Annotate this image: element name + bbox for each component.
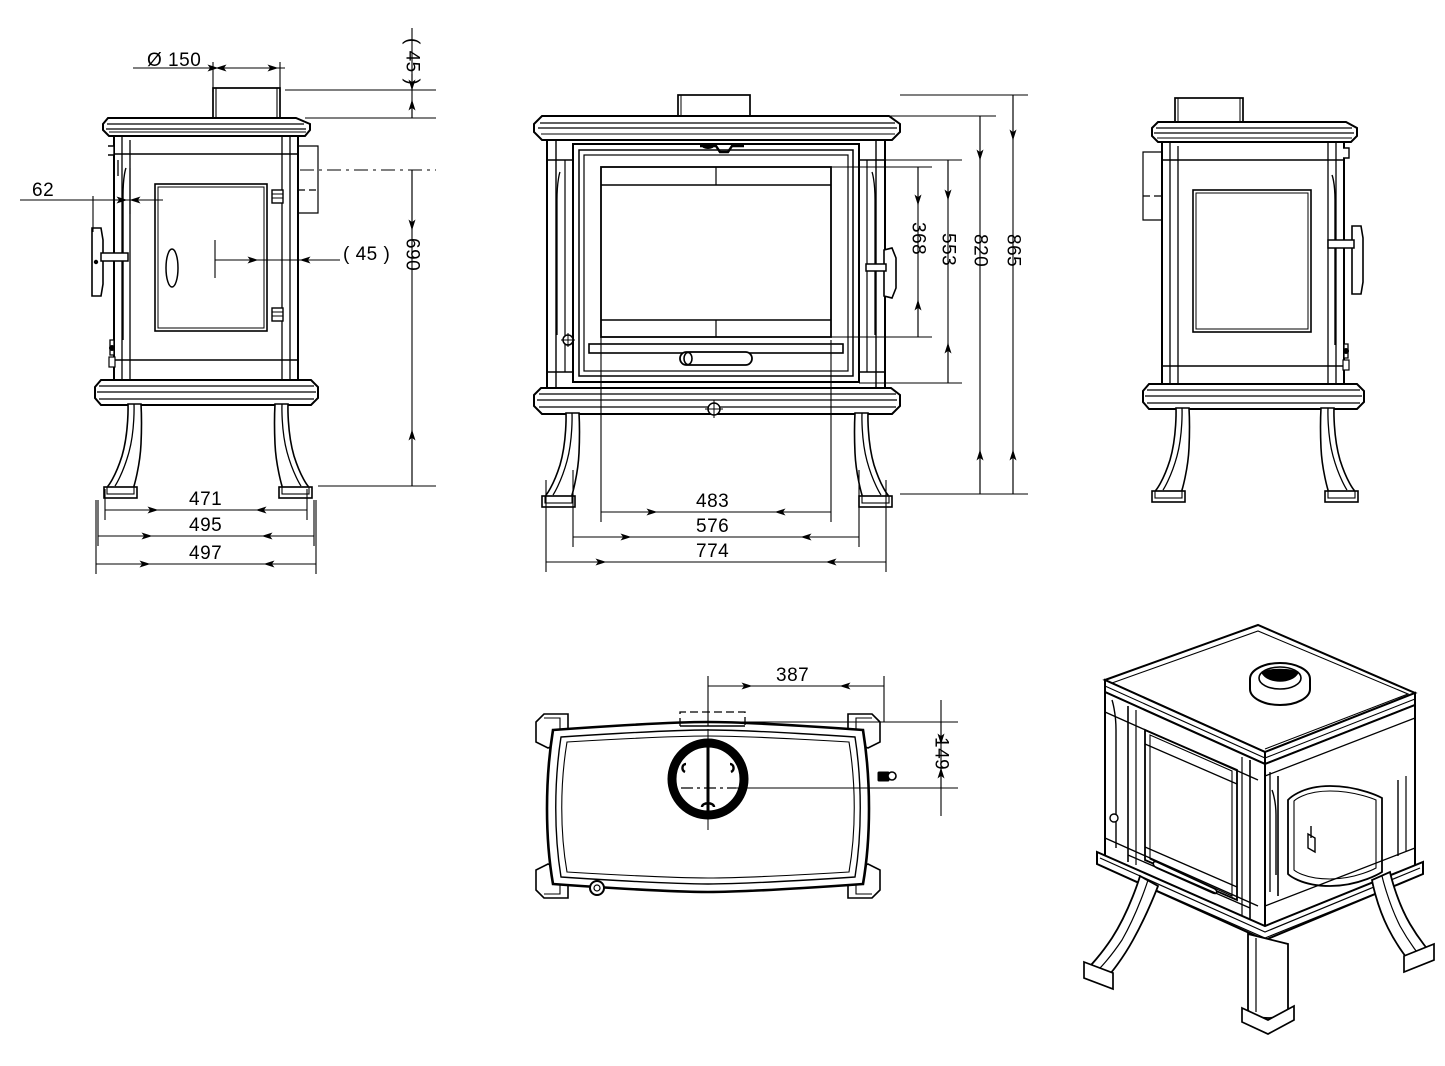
dim-depth-497: 497 (189, 543, 222, 564)
dim-flue-height: ( 45 ) (402, 38, 423, 85)
dim-overall-865: 865 (1003, 234, 1024, 267)
left-view-door-handle (91, 227, 129, 297)
right-view-top-plate (1151, 121, 1358, 143)
front-view (533, 94, 901, 508)
dim-body-820: 820 (970, 234, 991, 267)
dim-door-height: 553 (938, 233, 959, 266)
front-view-plinth (533, 387, 901, 418)
dim-depth-495: 495 (189, 515, 222, 536)
dim-width-576: 576 (696, 516, 729, 537)
dim-glass-height: 368 (908, 222, 929, 255)
front-view-dimensions (545, 94, 1028, 572)
dim-depth-offset: 62 (32, 180, 54, 201)
right-view-door-handle (1327, 225, 1364, 295)
top-view-dimensions (707, 676, 958, 816)
top-view (535, 700, 897, 899)
dim-flue-center-y: 149 (931, 737, 952, 770)
iso-view (1083, 623, 1435, 1035)
right-view-rear-detail (1142, 151, 1162, 221)
front-view-door-handle (865, 247, 897, 299)
left-view-rear-detail (298, 145, 319, 214)
front-view-top-plate (533, 115, 901, 141)
top-view-rear-box (679, 711, 746, 727)
left-view (91, 87, 319, 499)
dim-body-height: 690 (402, 238, 423, 271)
front-view-body (546, 139, 886, 396)
left-view-body (108, 135, 299, 388)
top-view-side-knob (877, 771, 897, 782)
right-view-body (1161, 141, 1350, 392)
dim-width-774: 774 (696, 541, 729, 562)
left-view-top-plate (102, 117, 311, 137)
dim-depth-471: 471 (189, 489, 222, 510)
left-view-flue-collar (212, 87, 281, 122)
right-view-plinth (1142, 383, 1365, 410)
right-view (1142, 97, 1365, 503)
left-view-dimensions (20, 28, 436, 574)
dim-flue-center-x: 387 (776, 665, 809, 686)
dim-side-offset: ( 45 ) (343, 244, 390, 265)
dim-flue-diameter: Ø 150 (147, 50, 201, 71)
left-view-plinth (94, 379, 319, 406)
dim-width-483: 483 (696, 491, 729, 512)
top-view-front-knob (589, 880, 605, 896)
